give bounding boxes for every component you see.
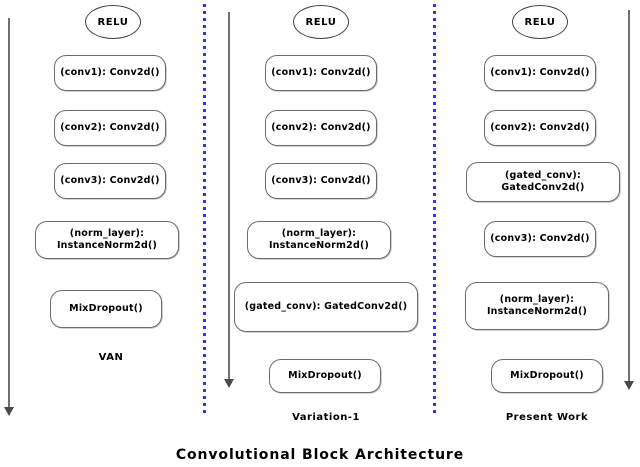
column-label-van: VAN — [98, 352, 124, 363]
relu-node-van: RELU — [85, 5, 141, 39]
node-variation-1-conv1: (conv1): Conv2d() — [265, 55, 377, 91]
node-present-work-conv2: (conv2): Conv2d() — [484, 110, 596, 146]
node-variation-1-gated-conv: (gated_conv): GatedConv2d() — [234, 282, 418, 332]
node-van-norm-layer: (norm_layer): InstanceNorm2d() — [35, 221, 179, 259]
flow-arrow-present-work — [624, 10, 634, 390]
node-present-work-gated-conv: (gated_conv): GatedConv2d() — [466, 162, 620, 202]
relu-node-present-work: RELU — [512, 5, 568, 39]
node-variation-1-conv3: (conv3): Conv2d() — [265, 163, 377, 199]
node-variation-1-conv2: (conv2): Conv2d() — [265, 110, 377, 146]
node-present-work-mixdropout: MixDropout() — [491, 359, 603, 393]
node-present-work-conv1: (conv1): Conv2d() — [484, 55, 596, 91]
node-van-conv3: (conv3): Conv2d() — [54, 163, 166, 199]
node-variation-1-norm-layer: (norm_layer): InstanceNorm2d() — [247, 221, 391, 259]
node-van-mixdropout: MixDropout() — [50, 290, 162, 328]
separator-1 — [203, 4, 206, 416]
flow-arrow-van — [4, 18, 14, 416]
flow-arrow-variation-1 — [224, 12, 234, 388]
separator-2 — [433, 4, 436, 416]
node-van-conv1: (conv1): Conv2d() — [54, 55, 166, 91]
column-label-variation-1: Variation-1 — [292, 412, 360, 423]
relu-node-variation-1: RELU — [293, 5, 349, 39]
node-van-conv2: (conv2): Conv2d() — [54, 110, 166, 146]
column-label-present-work: Present Work — [505, 412, 589, 423]
figure-caption: Convolutional Block Architecture — [175, 447, 465, 463]
node-variation-1-mixdropout: MixDropout() — [269, 359, 381, 393]
node-present-work-norm-layer: (norm_layer): InstanceNorm2d() — [465, 282, 609, 330]
node-present-work-conv3: (conv3): Conv2d() — [484, 221, 596, 257]
